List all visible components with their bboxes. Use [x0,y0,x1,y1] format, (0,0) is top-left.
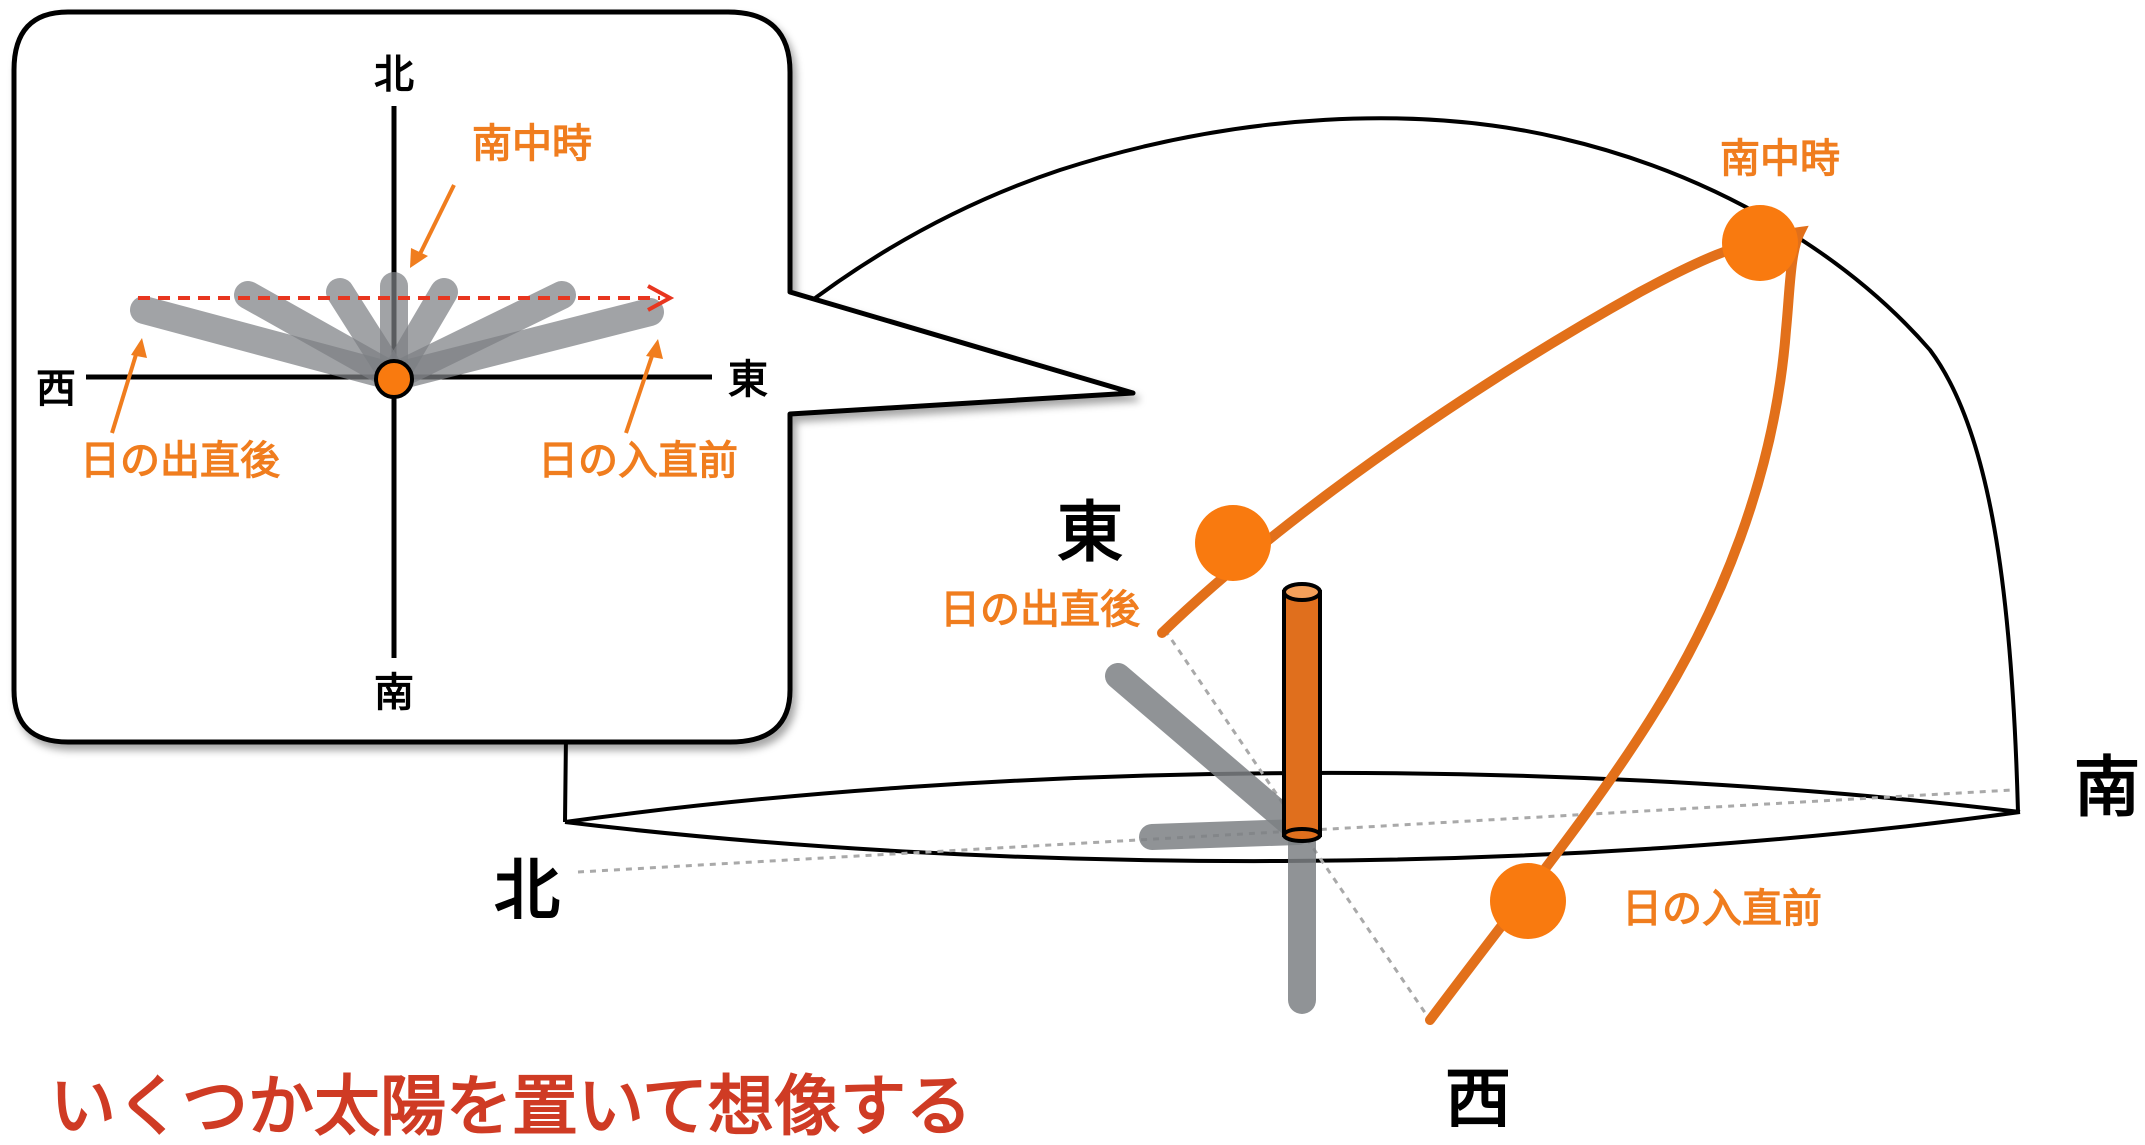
inset-pointer-arrows [110,184,663,434]
sun-path [1157,225,1809,1025]
caption-text: いくつか太陽を置いて想像する [50,1068,973,1145]
dome-south-label: 南 [2074,749,2140,826]
dome-before-sunset-label: 日の入直前 [1622,886,1822,932]
inset-north-label: 北 [374,52,414,98]
sun-after-sunrise [1195,505,1271,581]
pole [1282,582,1322,843]
dome: 東 北 南 西 南中時 日の出直後 日の入直前 [494,116,2140,1127]
inset-south-label: 南 [374,670,414,716]
inset-east-label: 東 [728,357,768,403]
sun-noon [1722,205,1798,281]
inset-west-label: 西 [36,366,76,412]
inset-callout: 北 南 東 西 南中時 日の出直後 日の入直前 [11,9,1136,745]
inset-pole-marker [374,359,414,399]
dome-noon-label: 南中時 [1720,136,1840,182]
inset-after-sunrise-label: 日の出直後 [80,438,281,484]
dome-north-label: 北 [494,852,560,929]
shadow-after-sunrise [1105,663,1311,843]
hemisphere-outline [563,116,2020,823]
inset-noon-label: 南中時 [472,121,592,167]
sun-before-sunset [1490,863,1566,939]
dome-west-label: 西 [1445,1061,1511,1127]
dome-east-label: 東 [1057,494,1123,571]
inset-before-sunset-label: 日の入直前 [538,438,738,484]
shadow-noon [1139,819,1311,850]
dome-after-sunrise-label: 日の出直後 [940,587,1141,633]
inset-shadow-tip-arrowhead [647,284,675,312]
